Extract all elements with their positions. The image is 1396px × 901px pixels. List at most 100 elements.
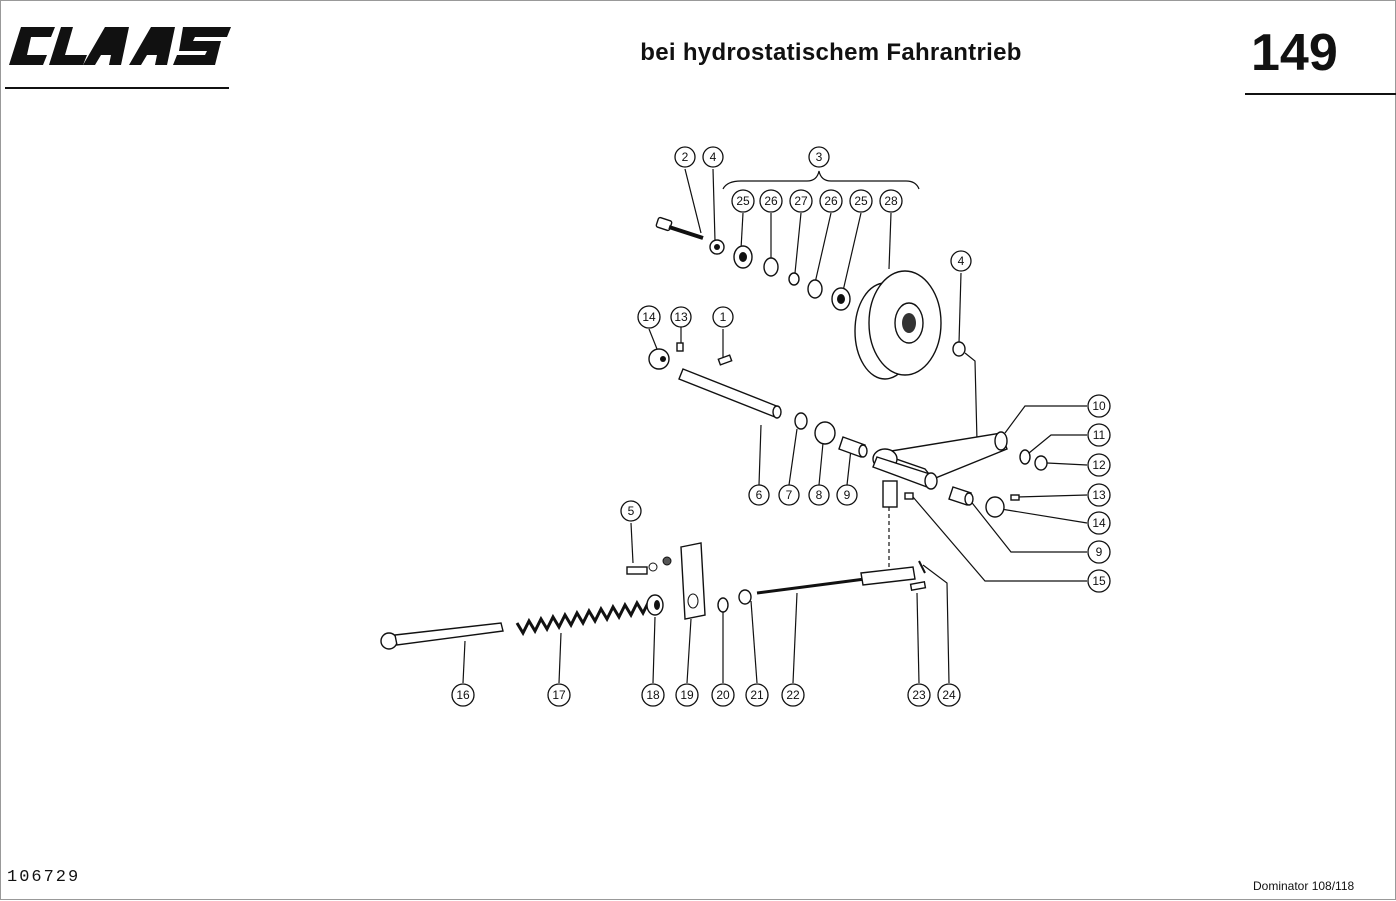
- callout-1: 1: [712, 306, 734, 328]
- callout-14-left: 14: [637, 305, 661, 329]
- callout-10: 10: [1087, 394, 1111, 418]
- svg-text:23: 23: [912, 688, 926, 702]
- nut-4-upper: [709, 239, 725, 255]
- callout-23: 23: [907, 683, 931, 707]
- svg-text:19: 19: [680, 688, 694, 702]
- svg-text:24: 24: [942, 688, 956, 702]
- callout-21: 21: [745, 683, 769, 707]
- svg-text:3: 3: [816, 150, 823, 164]
- svg-text:18: 18: [646, 688, 660, 702]
- svg-text:8: 8: [816, 488, 823, 502]
- svg-text:14: 14: [1092, 516, 1106, 530]
- callout-27: 27: [789, 189, 813, 213]
- lever-arm-10: [872, 431, 1008, 508]
- svg-text:4: 4: [710, 150, 717, 164]
- svg-text:22: 22: [786, 688, 800, 702]
- bolt-5: [626, 556, 672, 575]
- sleeve-9-left: [838, 436, 868, 458]
- callout-20: 20: [711, 683, 735, 707]
- callout-26-left: 26: [759, 189, 783, 213]
- svg-text:9: 9: [844, 488, 851, 502]
- svg-text:20: 20: [716, 688, 730, 702]
- svg-text:4: 4: [958, 254, 965, 268]
- page-title: bei hydrostatischem Fahrantrieb: [640, 39, 1022, 66]
- callout-16: 16: [451, 683, 475, 707]
- leader-lines: [462, 168, 1088, 684]
- nut-12: [1034, 455, 1048, 471]
- ring-26-left: [763, 257, 779, 277]
- split-pin-24: [918, 560, 926, 574]
- shaft-6: [678, 368, 782, 419]
- bushing-8: [814, 421, 836, 445]
- bracket-plate-19: [680, 542, 706, 620]
- callout-19: 19: [675, 683, 699, 707]
- svg-text:25: 25: [854, 194, 868, 208]
- callout-7: 7: [778, 484, 800, 506]
- callout-6: 6: [748, 484, 770, 506]
- callout-13-left: 13: [670, 306, 692, 328]
- screw-13-right: [1010, 494, 1020, 501]
- washer-7: [794, 412, 808, 430]
- svg-text:10: 10: [1092, 399, 1106, 413]
- callout-8: 8: [808, 484, 830, 506]
- svg-text:5: 5: [628, 504, 635, 518]
- sleeve-9-right: [948, 486, 974, 506]
- callout-12: 12: [1087, 453, 1111, 477]
- svg-text:11: 11: [1093, 428, 1106, 442]
- ring-26-right: [807, 279, 823, 299]
- svg-text:15: 15: [1092, 574, 1106, 588]
- shaft-16: [380, 622, 504, 650]
- callout-9-right: 9: [1087, 540, 1111, 564]
- svg-text:14: 14: [642, 310, 656, 324]
- ring-27: [788, 272, 800, 286]
- svg-text:27: 27: [794, 194, 808, 208]
- spring-17: [515, 597, 657, 637]
- svg-text:2: 2: [682, 150, 689, 164]
- bushing-14-right: [985, 496, 1005, 518]
- nut-21: [738, 589, 752, 605]
- spring-cap-18: [646, 594, 664, 616]
- svg-text:16: 16: [456, 688, 470, 702]
- parts: [380, 216, 1048, 650]
- model-label: Dominator 108/118: [1253, 879, 1355, 893]
- callout-22: 22: [781, 683, 805, 707]
- header-rule-right: [1245, 93, 1396, 95]
- callout-18: 18: [641, 683, 665, 707]
- callout-13-right: 13: [1087, 483, 1111, 507]
- callout-3: 3: [808, 146, 830, 168]
- callout-28: 28: [879, 189, 903, 213]
- callout-25-left: 25: [731, 189, 755, 213]
- callout-4-right: 4: [950, 250, 972, 272]
- svg-text:17: 17: [552, 688, 566, 702]
- pin-1: [717, 354, 733, 366]
- callout-26-right: 26: [819, 189, 843, 213]
- callout-24: 24: [937, 683, 961, 707]
- callout-17: 17: [547, 683, 571, 707]
- pulley-28: [854, 270, 942, 380]
- callout-2: 2: [674, 146, 696, 168]
- svg-text:26: 26: [824, 194, 838, 208]
- callout-15: 15: [1087, 569, 1111, 593]
- callout-14-right: 14: [1087, 511, 1111, 535]
- svg-text:1: 1: [720, 310, 727, 324]
- svg-text:12: 12: [1092, 458, 1106, 472]
- pin-23: [909, 581, 927, 591]
- page-number: 149: [1251, 24, 1338, 82]
- svg-text:25: 25: [736, 194, 750, 208]
- callout-5: 5: [620, 500, 642, 522]
- callout-25-right: 25: [849, 189, 873, 213]
- svg-text:6: 6: [756, 488, 763, 502]
- rod-22: [756, 566, 916, 595]
- svg-text:21: 21: [750, 688, 764, 702]
- claas-logo: [9, 27, 231, 65]
- bearing-25-left: [733, 245, 753, 269]
- grease-nipple-15: [904, 492, 914, 500]
- washer-11: [1019, 449, 1031, 465]
- washer-20: [717, 597, 729, 613]
- washer-4-right: [952, 341, 966, 357]
- bolt-2: [655, 216, 704, 240]
- svg-text:9: 9: [1096, 545, 1103, 559]
- svg-text:13: 13: [1092, 488, 1106, 502]
